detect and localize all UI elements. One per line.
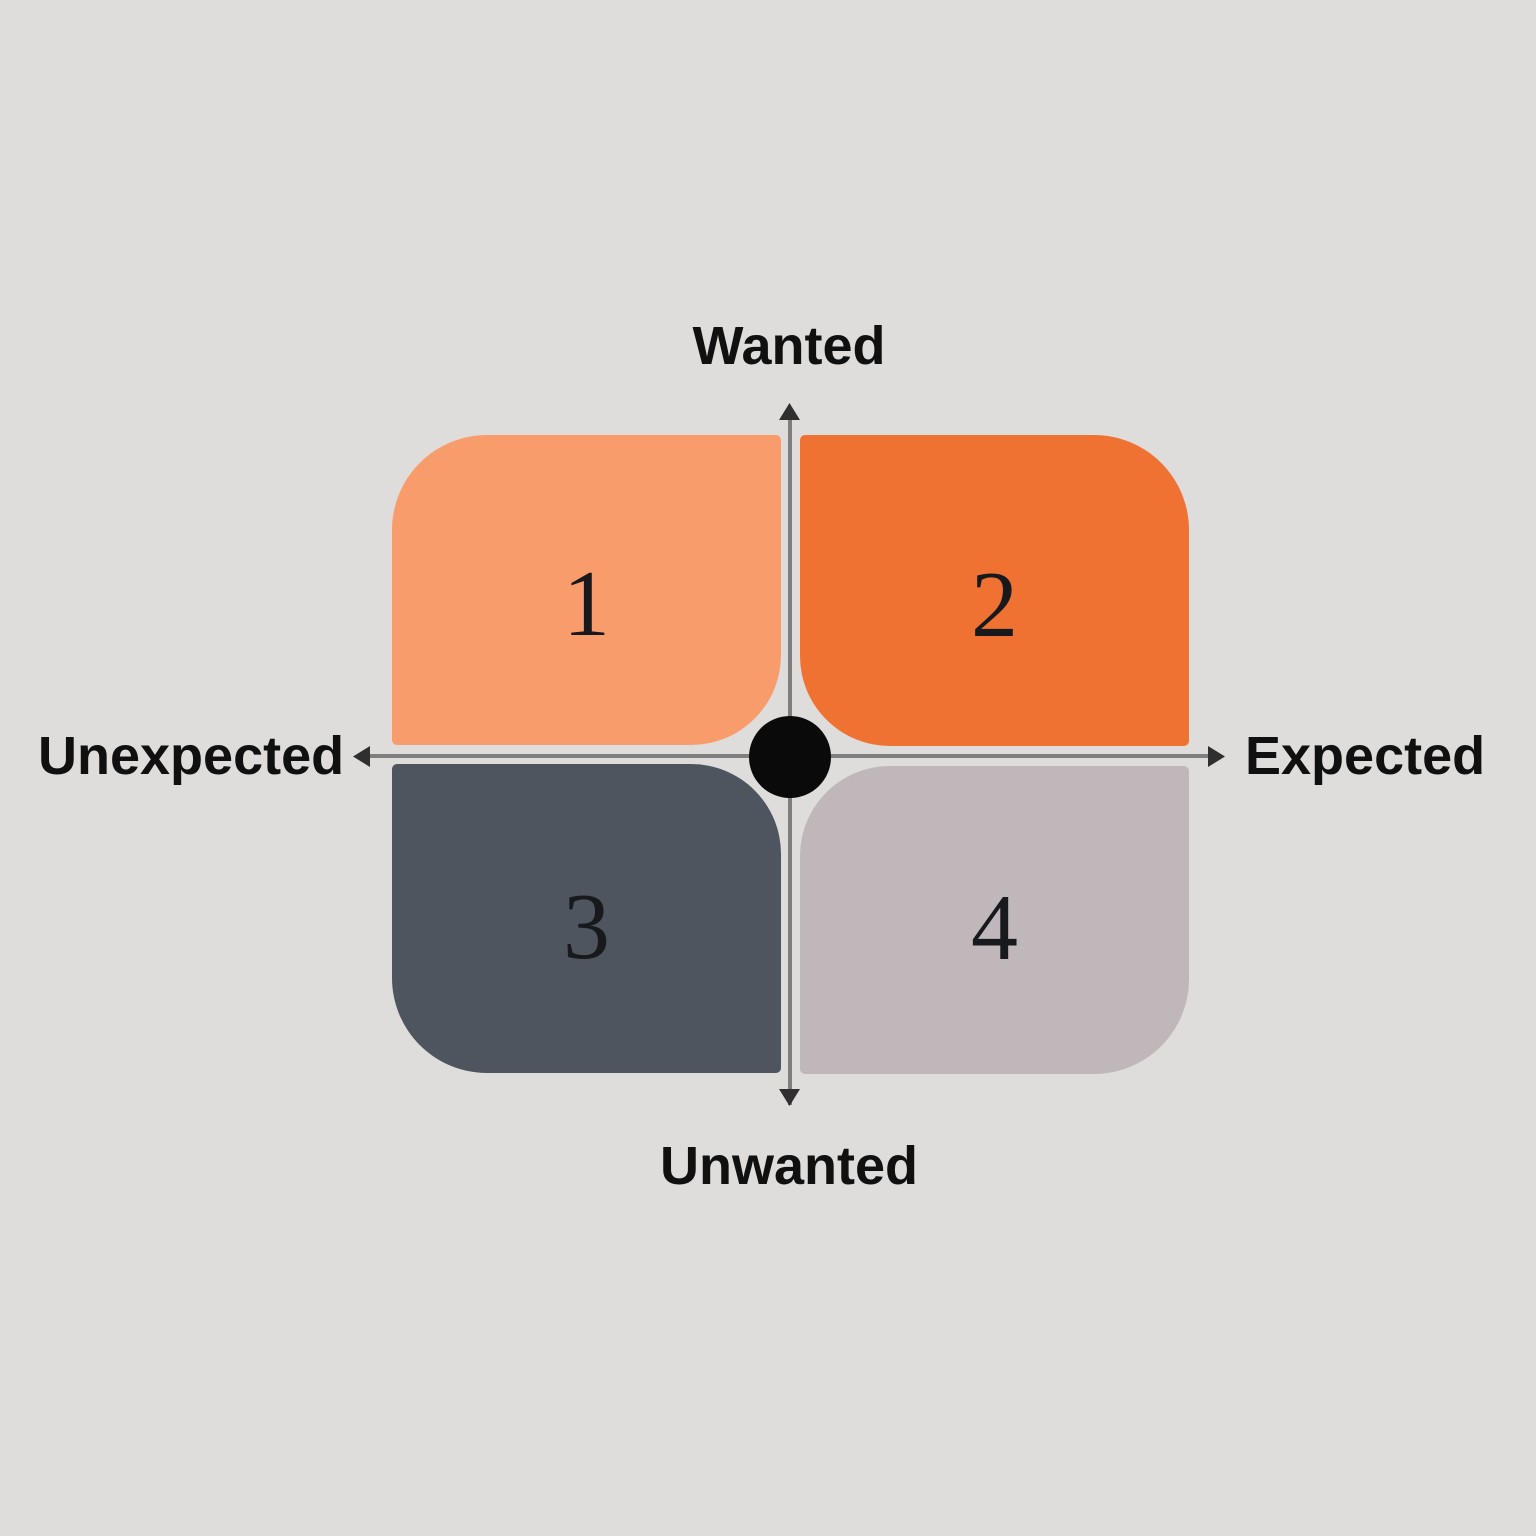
axis-label-expected: Expected <box>1245 726 1486 786</box>
quadrant-2: 2 <box>800 435 1189 746</box>
arrow-up-icon <box>779 403 800 420</box>
quadrant-4: 4 <box>800 766 1189 1074</box>
axis-label-unwanted: Unwanted <box>659 1136 919 1196</box>
quadrant-4-number: 4 <box>971 876 1018 980</box>
quadrant-1: 1 <box>392 435 781 745</box>
axis-label-wanted: Wanted <box>692 316 886 376</box>
quadrant-3-number: 3 <box>563 874 610 979</box>
arrow-down-icon <box>779 1089 800 1106</box>
center-dot <box>749 716 831 798</box>
axis-label-unexpected: Unexpected <box>38 726 345 786</box>
quadrant-1-number: 1 <box>563 552 610 656</box>
quadrant-2-number: 2 <box>971 552 1018 657</box>
arrow-left-icon <box>353 746 370 767</box>
arrow-right-icon <box>1208 746 1225 767</box>
quadrant-3: 3 <box>392 764 781 1073</box>
